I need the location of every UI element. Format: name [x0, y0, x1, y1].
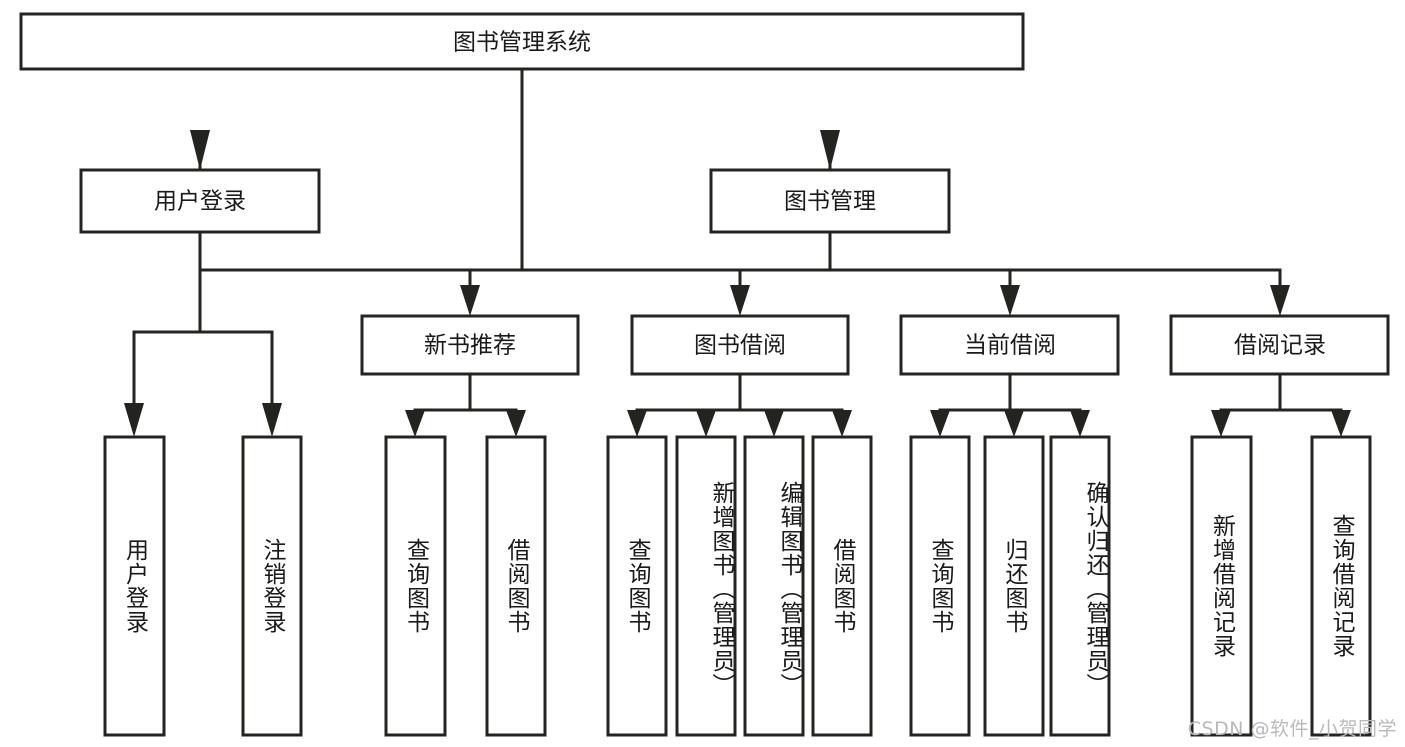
node-book-borrow-box[interactable] [630, 314, 850, 376]
arrow-down-icon [190, 130, 210, 170]
arrow-down-icon [1270, 285, 1290, 316]
node-current-borrow-label: 当前借阅 [964, 333, 1056, 359]
leaf-box-query-borrow-record[interactable] [1310, 435, 1372, 737]
arrow-down-icon [627, 410, 647, 437]
arrow-down-icon [930, 410, 950, 437]
arrow-down-icon [1331, 410, 1351, 437]
node-book-borrow[interactable]: 图书借阅 [630, 314, 850, 376]
edges-new-book-recommend-to-leaves [405, 372, 526, 437]
node-book-manage-label: 图书管理 [784, 189, 876, 215]
edges-borrow-record-to-leaves [1211, 372, 1351, 437]
arrow-down-icon [1070, 410, 1090, 437]
node-book-manage-box[interactable] [709, 168, 951, 234]
leaf-boxes [103, 435, 1372, 737]
node-root-box[interactable] [19, 12, 1025, 71]
node-root[interactable]: 图书管理系统 [19, 12, 1025, 71]
leaf-box-query-book-2[interactable] [606, 435, 668, 737]
leaf-box-add-book[interactable] [675, 435, 737, 737]
edges-current-borrow-to-leaves [930, 372, 1090, 437]
leaf-box-borrow-book-1[interactable] [485, 435, 547, 737]
arrow-down-icon [1211, 410, 1231, 437]
arrow-down-icon [730, 285, 750, 316]
node-book-manage[interactable]: 图书管理 [709, 168, 951, 234]
arrow-down-icon [405, 410, 425, 437]
arrow-down-icon [764, 410, 784, 437]
leaf-box-edit-book[interactable] [743, 435, 805, 737]
arrowheads-level2 [190, 130, 840, 170]
node-borrow-record-box[interactable] [1169, 314, 1390, 376]
node-new-book-recommend-label: 新书推荐 [424, 333, 516, 359]
node-current-borrow-box[interactable] [899, 314, 1120, 376]
leaf-box-return-book[interactable] [983, 435, 1045, 737]
arrow-down-icon [696, 410, 716, 437]
leaf-box-query-book-1[interactable] [384, 435, 447, 737]
node-borrow-record[interactable]: 借阅记录 [1169, 314, 1390, 376]
arrow-down-icon [506, 410, 526, 437]
node-user-login-box[interactable] [79, 168, 321, 234]
node-borrow-record-label: 借阅记录 [1234, 333, 1326, 359]
node-user-login-label: 用户登录 [154, 189, 246, 215]
leaf-box-confirm-return[interactable] [1049, 435, 1111, 737]
arrow-down-icon [460, 285, 480, 316]
node-book-borrow-label: 图书借阅 [694, 333, 786, 359]
leaf-box-user-logout[interactable] [241, 435, 303, 737]
arrow-down-icon [124, 403, 144, 437]
leaf-box-query-book-3[interactable] [909, 435, 971, 737]
edges-user-login-to-leaves [124, 230, 282, 437]
arrow-down-icon [262, 403, 282, 437]
arrow-down-icon [820, 130, 840, 170]
arrow-down-icon [832, 410, 852, 437]
csdn-watermark: CSDN @软件_小贺同学 [1187, 718, 1397, 740]
arrow-down-icon [1004, 410, 1024, 437]
edges-book-borrow-to-leaves [627, 372, 852, 437]
edges-book-manage-to-level3 [460, 230, 1290, 316]
node-new-book-recommend[interactable]: 新书推荐 [360, 314, 580, 376]
node-current-borrow[interactable]: 当前借阅 [899, 314, 1120, 376]
node-new-book-recommend-box[interactable] [360, 314, 580, 376]
leaf-box-borrow-book-2[interactable] [811, 435, 873, 737]
node-root-label: 图书管理系统 [453, 30, 591, 56]
leaf-box-add-borrow-record[interactable] [1190, 435, 1253, 737]
node-user-login[interactable]: 用户登录 [79, 168, 321, 234]
leaf-box-user-login[interactable] [103, 435, 166, 737]
arrow-down-icon [1000, 285, 1020, 316]
